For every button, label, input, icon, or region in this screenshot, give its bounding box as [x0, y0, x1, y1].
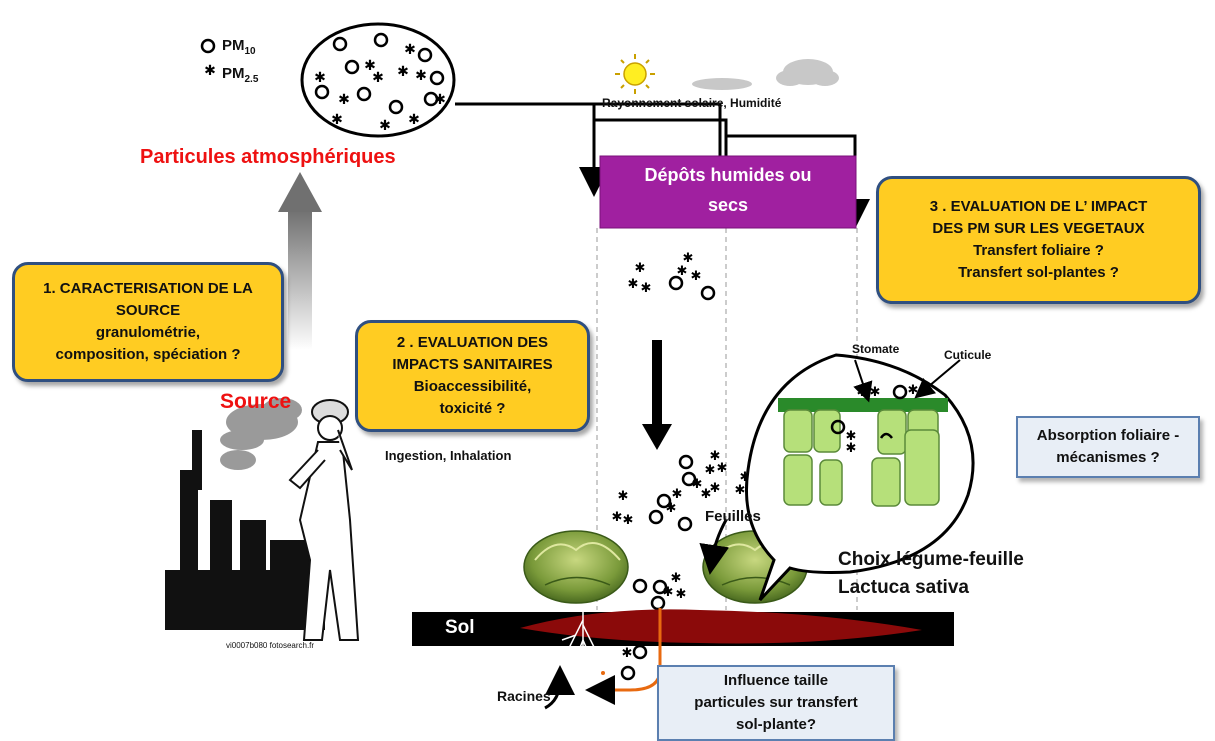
box2-line1: 2 . EVALUATION DES — [396, 334, 549, 351]
box3-line1: 3 . EVALUATION DE L’ IMPACT — [929, 198, 1148, 215]
box3-line2: DES PM SUR LES VEGETAUX — [932, 220, 1145, 237]
falling-particles-upper: ✱✱✱ ✱✱✱ — [628, 251, 716, 301]
depots-box: Dépôts humides ou secs — [600, 160, 856, 220]
arrow-head-dot — [601, 671, 605, 675]
racines-label: Racines — [497, 688, 551, 704]
depots-line2: secs — [707, 195, 749, 215]
svg-text:✱: ✱ — [397, 64, 409, 80]
box1-line4: composition, spéciation ? — [55, 346, 241, 363]
svg-text:✱: ✱ — [717, 461, 728, 476]
cloud-icon — [692, 59, 839, 90]
svg-text:✱: ✱ — [372, 70, 384, 86]
pm10-legend-icon — [200, 38, 216, 54]
svg-text:✱: ✱ — [846, 429, 857, 444]
box-caracterisation: 1. CARACTERISATION DE LA SOURCE granulom… — [12, 262, 284, 382]
svg-text:✱: ✱ — [379, 118, 391, 134]
svg-text:✱: ✱ — [683, 251, 694, 266]
pm25-legend-icon: ✱ — [204, 63, 216, 79]
box-impact-vegetaux: 3 . EVALUATION DE L’ IMPACT DES PM SUR L… — [876, 176, 1201, 304]
svg-text:✱: ✱ — [705, 463, 716, 478]
svg-text:✱: ✱ — [672, 487, 683, 502]
particules-label: Particules atmosphériques — [140, 146, 396, 168]
absorption-line2: mécanismes ? — [1056, 449, 1160, 466]
ingestion-label: Ingestion, Inhalation — [385, 448, 512, 463]
svg-text:✱: ✱ — [641, 281, 652, 296]
svg-text:✱: ✱ — [434, 92, 446, 108]
box1-line3: granulométrie, — [95, 324, 201, 341]
box1-line2: SOURCE — [115, 302, 181, 319]
svg-text:✱: ✱ — [314, 70, 326, 86]
box3-line4: Transfert sol-plantes ? — [958, 264, 1119, 281]
choix-line1: Choix légume-feuille — [838, 549, 1024, 570]
sol-label: Sol — [445, 617, 475, 638]
svg-text:✱: ✱ — [846, 441, 857, 456]
pm25-label: PM2.5 — [222, 65, 259, 85]
smoke-cloud — [220, 398, 302, 470]
influence-line1: Influence taille — [723, 672, 829, 689]
factory-silhouette — [165, 430, 325, 630]
svg-text:✱: ✱ — [701, 487, 712, 502]
svg-text:✱: ✱ — [908, 383, 919, 398]
box-impacts-sanitaires: 2 . EVALUATION DES IMPACTS SANITAIRES Bi… — [355, 320, 590, 432]
svg-text:✱: ✱ — [676, 587, 687, 602]
depots-line1: Dépôts humides ou — [644, 165, 812, 185]
svg-text:✱: ✱ — [618, 489, 629, 504]
cuticule-label: Cuticule — [944, 348, 992, 362]
leaf-bubble: ✱✱✱ ✱✱ — [744, 353, 975, 602]
svg-text:✱: ✱ — [408, 112, 420, 128]
feuilles-pointer-arrow — [699, 519, 730, 575]
svg-text:✱: ✱ — [635, 261, 646, 276]
pm10-label: PM10 — [222, 37, 256, 57]
box2-line3: Bioaccessibilité, — [413, 378, 532, 395]
svg-text:✱: ✱ — [415, 68, 427, 84]
absorption-line1: Absorption foliaire - — [1036, 427, 1180, 444]
source-label: Source — [220, 390, 292, 413]
watermark-text: vi0007b080 fotosearch.fr — [226, 641, 315, 650]
grey-up-arrow — [278, 172, 322, 350]
svg-text:✱: ✱ — [870, 385, 881, 400]
box2-line2: IMPACTS SANITAIRES — [392, 356, 553, 373]
influence-line3: sol-plante? — [735, 716, 816, 733]
particle-cloud: ✱✱✱ ✱✱✱ ✱✱✱ ✱✱ — [300, 22, 456, 138]
soil-contamination — [520, 609, 922, 644]
svg-text:✱: ✱ — [666, 501, 677, 516]
big-down-arrow — [642, 340, 672, 450]
svg-text:✱: ✱ — [663, 585, 674, 600]
svg-text:✱: ✱ — [710, 481, 721, 496]
roots-pointer-arrow — [544, 665, 575, 710]
box-absorption: Absorption foliaire - mécanismes ? — [1016, 416, 1200, 478]
rayonnement-label: Rayonnement solaire, Humidité — [602, 96, 782, 110]
depots-box-bg — [599, 155, 857, 229]
choix-line2: Lactuca sativa — [838, 577, 969, 598]
svg-text:✱: ✱ — [735, 483, 746, 498]
box-influence: Influence taille particules sur transfer… — [657, 665, 895, 741]
svg-text:✱: ✱ — [677, 264, 688, 279]
box2-line4: toxicité ? — [439, 400, 506, 417]
svg-text:✱: ✱ — [740, 470, 751, 485]
sun-icon — [615, 54, 655, 94]
svg-text:✱: ✱ — [671, 571, 682, 586]
svg-text:✱: ✱ — [364, 58, 376, 74]
svg-text:✱: ✱ — [331, 112, 343, 128]
roots — [561, 608, 599, 671]
svg-text:✱: ✱ — [692, 477, 703, 492]
lettuce-left — [523, 530, 629, 604]
svg-text:✱: ✱ — [622, 646, 633, 661]
svg-text:✱: ✱ — [691, 269, 702, 284]
svg-text:✱: ✱ — [628, 277, 639, 292]
box3-line3: Transfert foliaire ? — [973, 242, 1104, 259]
feuilles-label: Feuilles — [705, 508, 761, 525]
stomate-label: Stomate — [852, 342, 900, 356]
worker-figure — [288, 399, 360, 641]
svg-text:✱: ✱ — [404, 42, 416, 58]
svg-text:✱: ✱ — [612, 510, 623, 525]
svg-text:✱: ✱ — [710, 449, 721, 464]
svg-text:✱: ✱ — [338, 92, 350, 108]
box1-line1: 1. CARACTERISATION DE LA — [43, 280, 253, 297]
svg-text:✱: ✱ — [623, 513, 634, 528]
influence-line2: particules sur transfert — [694, 694, 858, 711]
